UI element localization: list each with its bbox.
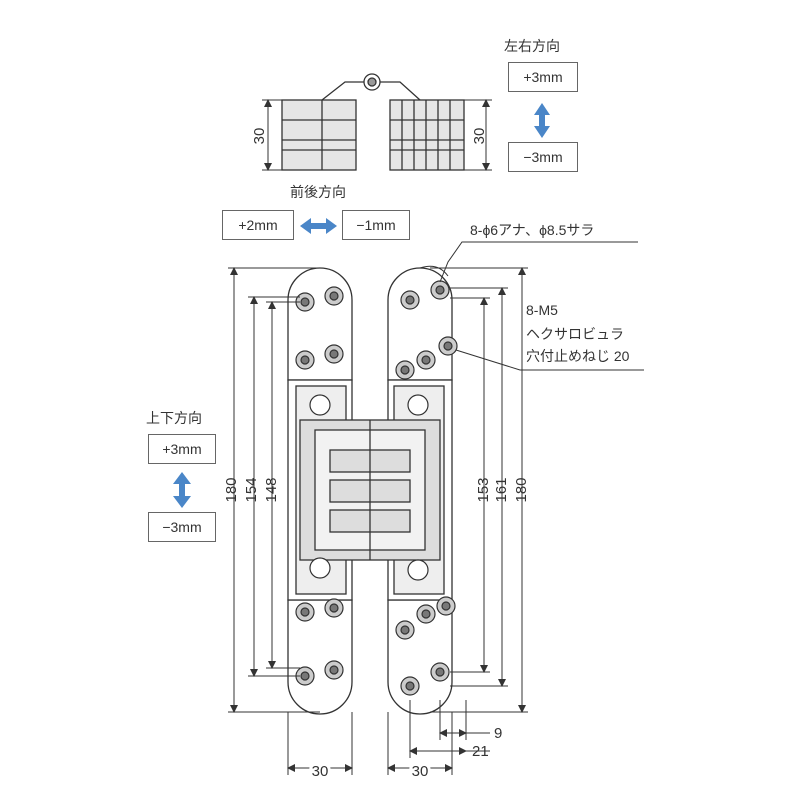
lateral-title: 左右方向 bbox=[504, 38, 560, 54]
dim-21: 21 bbox=[472, 743, 489, 760]
depth-minus-box: −1mm bbox=[342, 210, 410, 240]
top-height-right: 30 bbox=[471, 128, 488, 145]
top-view bbox=[281, 73, 465, 171]
vertical-plus-box: +3mm bbox=[148, 434, 216, 464]
dim-153: 153 bbox=[475, 477, 492, 502]
vertical-arrow-icon bbox=[173, 472, 191, 508]
top-height-left: 30 bbox=[251, 128, 268, 145]
dim-180-right: 180 bbox=[513, 477, 530, 502]
screw-note-line2: ヘクサロビュラ bbox=[526, 326, 624, 342]
lateral-arrow-icon bbox=[534, 103, 550, 138]
left-dimensions bbox=[228, 267, 320, 713]
dim-161: 161 bbox=[493, 477, 510, 502]
depth-arrow-icon bbox=[300, 218, 337, 234]
screw-note-line1: 8-M5 bbox=[526, 302, 558, 318]
hinge-body bbox=[299, 419, 441, 561]
dim-30-left: 30 bbox=[312, 763, 329, 780]
bottom-dimensions bbox=[287, 700, 490, 775]
dim-30-right: 30 bbox=[412, 763, 429, 780]
adjustment-arrows bbox=[173, 103, 550, 508]
vertical-minus-box: −3mm bbox=[148, 512, 216, 542]
lateral-plus-box: +3mm bbox=[508, 62, 578, 92]
right-dimensions bbox=[430, 267, 528, 713]
mounting-holes bbox=[295, 280, 458, 696]
vertical-title: 上下方向 bbox=[146, 410, 202, 426]
screw-note-line3: 穴付止めねじ 20 bbox=[526, 348, 630, 364]
holes-note: 8-ϕ6アナ、ϕ8.5サラ bbox=[470, 222, 595, 238]
dim-154: 154 bbox=[243, 477, 260, 502]
depth-plus-box: +2mm bbox=[222, 210, 294, 240]
lateral-minus-box: −3mm bbox=[508, 142, 578, 172]
note-leaders bbox=[419, 241, 644, 371]
top-view-dimensions bbox=[262, 99, 492, 171]
dim-148: 148 bbox=[263, 477, 280, 502]
dim-9: 9 bbox=[494, 725, 502, 742]
dim-180-left: 180 bbox=[223, 477, 240, 502]
depth-title: 前後方向 bbox=[290, 184, 346, 200]
